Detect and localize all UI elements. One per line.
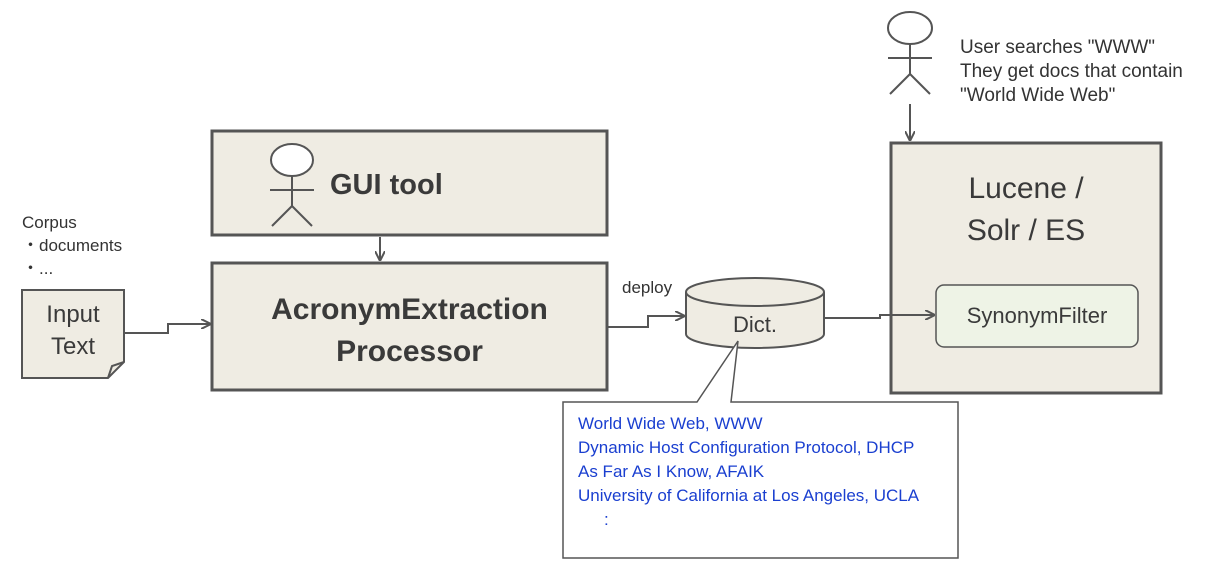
processor-label-line2: Processor: [336, 335, 483, 368]
dict-to-synonymfilter-arrow: [824, 315, 934, 318]
search-engine-label-line1: Lucene /: [968, 172, 1084, 205]
dictionary-entry: World Wide Web, WWW: [578, 414, 763, 433]
synonym-filter-label: SynonymFilter: [966, 303, 1108, 328]
corpus-item: ・documents: [22, 236, 123, 255]
dict-cylinder: [685, 277, 825, 349]
corpus-item: ・...: [22, 259, 54, 278]
dictionary-entry: University of California at Los Angeles,…: [578, 486, 920, 505]
user-note-line: "World Wide Web": [960, 85, 1116, 106]
input-text-fold: [107, 361, 125, 379]
dict-label: Dict.: [733, 312, 777, 337]
user-note-line: User searches "WWW": [960, 37, 1156, 58]
synonym-filter-box: [935, 284, 1139, 348]
processor-to-dict-arrow: [607, 316, 684, 328]
search-engine-label: Lucene / Solr / ES: [891, 168, 1161, 252]
gui-tool-label: GUI tool: [330, 169, 443, 201]
corpus-title: Corpus: [22, 213, 77, 232]
input-text-document: [21, 289, 125, 379]
processor-box: [210, 261, 609, 392]
dictionary-entry-list: World Wide Web, WWW Dynamic Host Configu…: [578, 412, 919, 532]
input-text-label: Input Text: [22, 299, 124, 363]
dictionary-entry-ellipsis: :: [604, 510, 609, 529]
searcher-user-figure-icon: [887, 11, 933, 95]
gui-user-figure-icon: [270, 143, 314, 227]
dict-callout: [562, 340, 959, 559]
dictionary-entry: Dynamic Host Configuration Protocol, DHC…: [578, 438, 915, 457]
dictionary-entry: As Far As I Know, AFAIK: [578, 462, 765, 481]
deploy-label: deploy: [622, 278, 673, 297]
search-engine-box: [889, 141, 1163, 395]
processor-label-line1: AcronymExtraction: [271, 293, 548, 326]
search-engine-label-line2: Solr / ES: [966, 214, 1086, 247]
user-note-line: They get docs that contain: [960, 61, 1183, 82]
input-text-line1: Input: [46, 301, 100, 328]
user-search-note: User searches "WWW" They get docs that c…: [960, 36, 1183, 108]
corpus-annotation: Corpus ・documents ・...: [22, 211, 122, 280]
input-text-line2: Text: [50, 333, 95, 360]
processor-label: AcronymExtraction Processor: [212, 289, 607, 373]
input-to-processor-arrow: [124, 324, 210, 334]
